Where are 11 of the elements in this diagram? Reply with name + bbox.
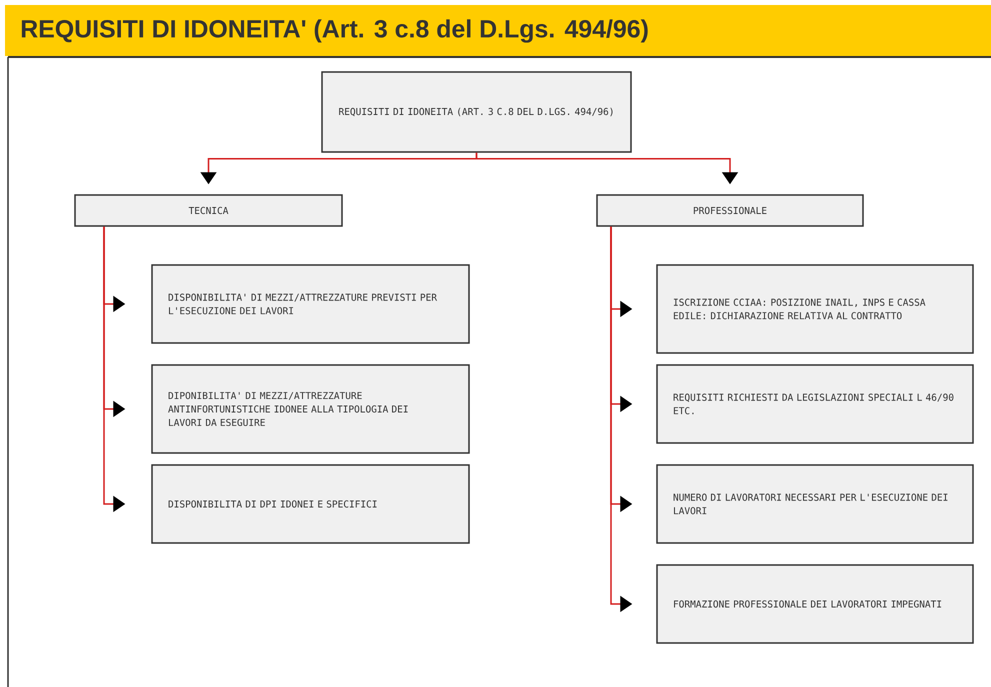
requirement-box: DIPONIBILITA' DI MEZZI/ATTREZZATURE ANTINFORTUNISTICHE IDONEE ALLA TIPOLOGIA DEI LAVORI DA ESEGUIRE [151, 364, 470, 454]
requirement-box: NUMERO DI LAVORATORI NECESSARI PER L'ESECUZIONE DEI LAVORI [656, 464, 974, 544]
requirement-box: DISPONIBILITA DI DPI IDONEI E SPECIFICI [151, 464, 470, 544]
requirement-box: REQUISITI RICHIESTI DA LEGISLAZIONI SPECIALI L 46/90 ETC. [656, 364, 974, 444]
heading-box: PROFESSIONALE [596, 194, 864, 227]
title-bar: REQUISITI DI IDONEITA' (Art. 3 c.8 del D.Lgs. 494/96) [5, 5, 991, 56]
heading-box: TECNICA [74, 194, 343, 227]
title-box: REQUISITI DI IDONEITA (ART. 3 C.8 DEL D.LGS. 494/96) [321, 71, 632, 153]
requirement-box: DISPONIBILITA' DI MEZZI/ATTREZZATURE PREVISTI PER L'ESECUZIONE DEI LAVORI [151, 264, 470, 344]
requirement-box: ISCRIZIONE CCIAA: POSIZIONE INAIL, INPS E CASSA EDILE: DICHIARAZIONE RELATIVA AL CONTRATTO [656, 264, 974, 354]
requirement-box: FORMAZIONE PROFESSIONALE DEI LAVORATORI IMPEGNATI [656, 564, 974, 644]
